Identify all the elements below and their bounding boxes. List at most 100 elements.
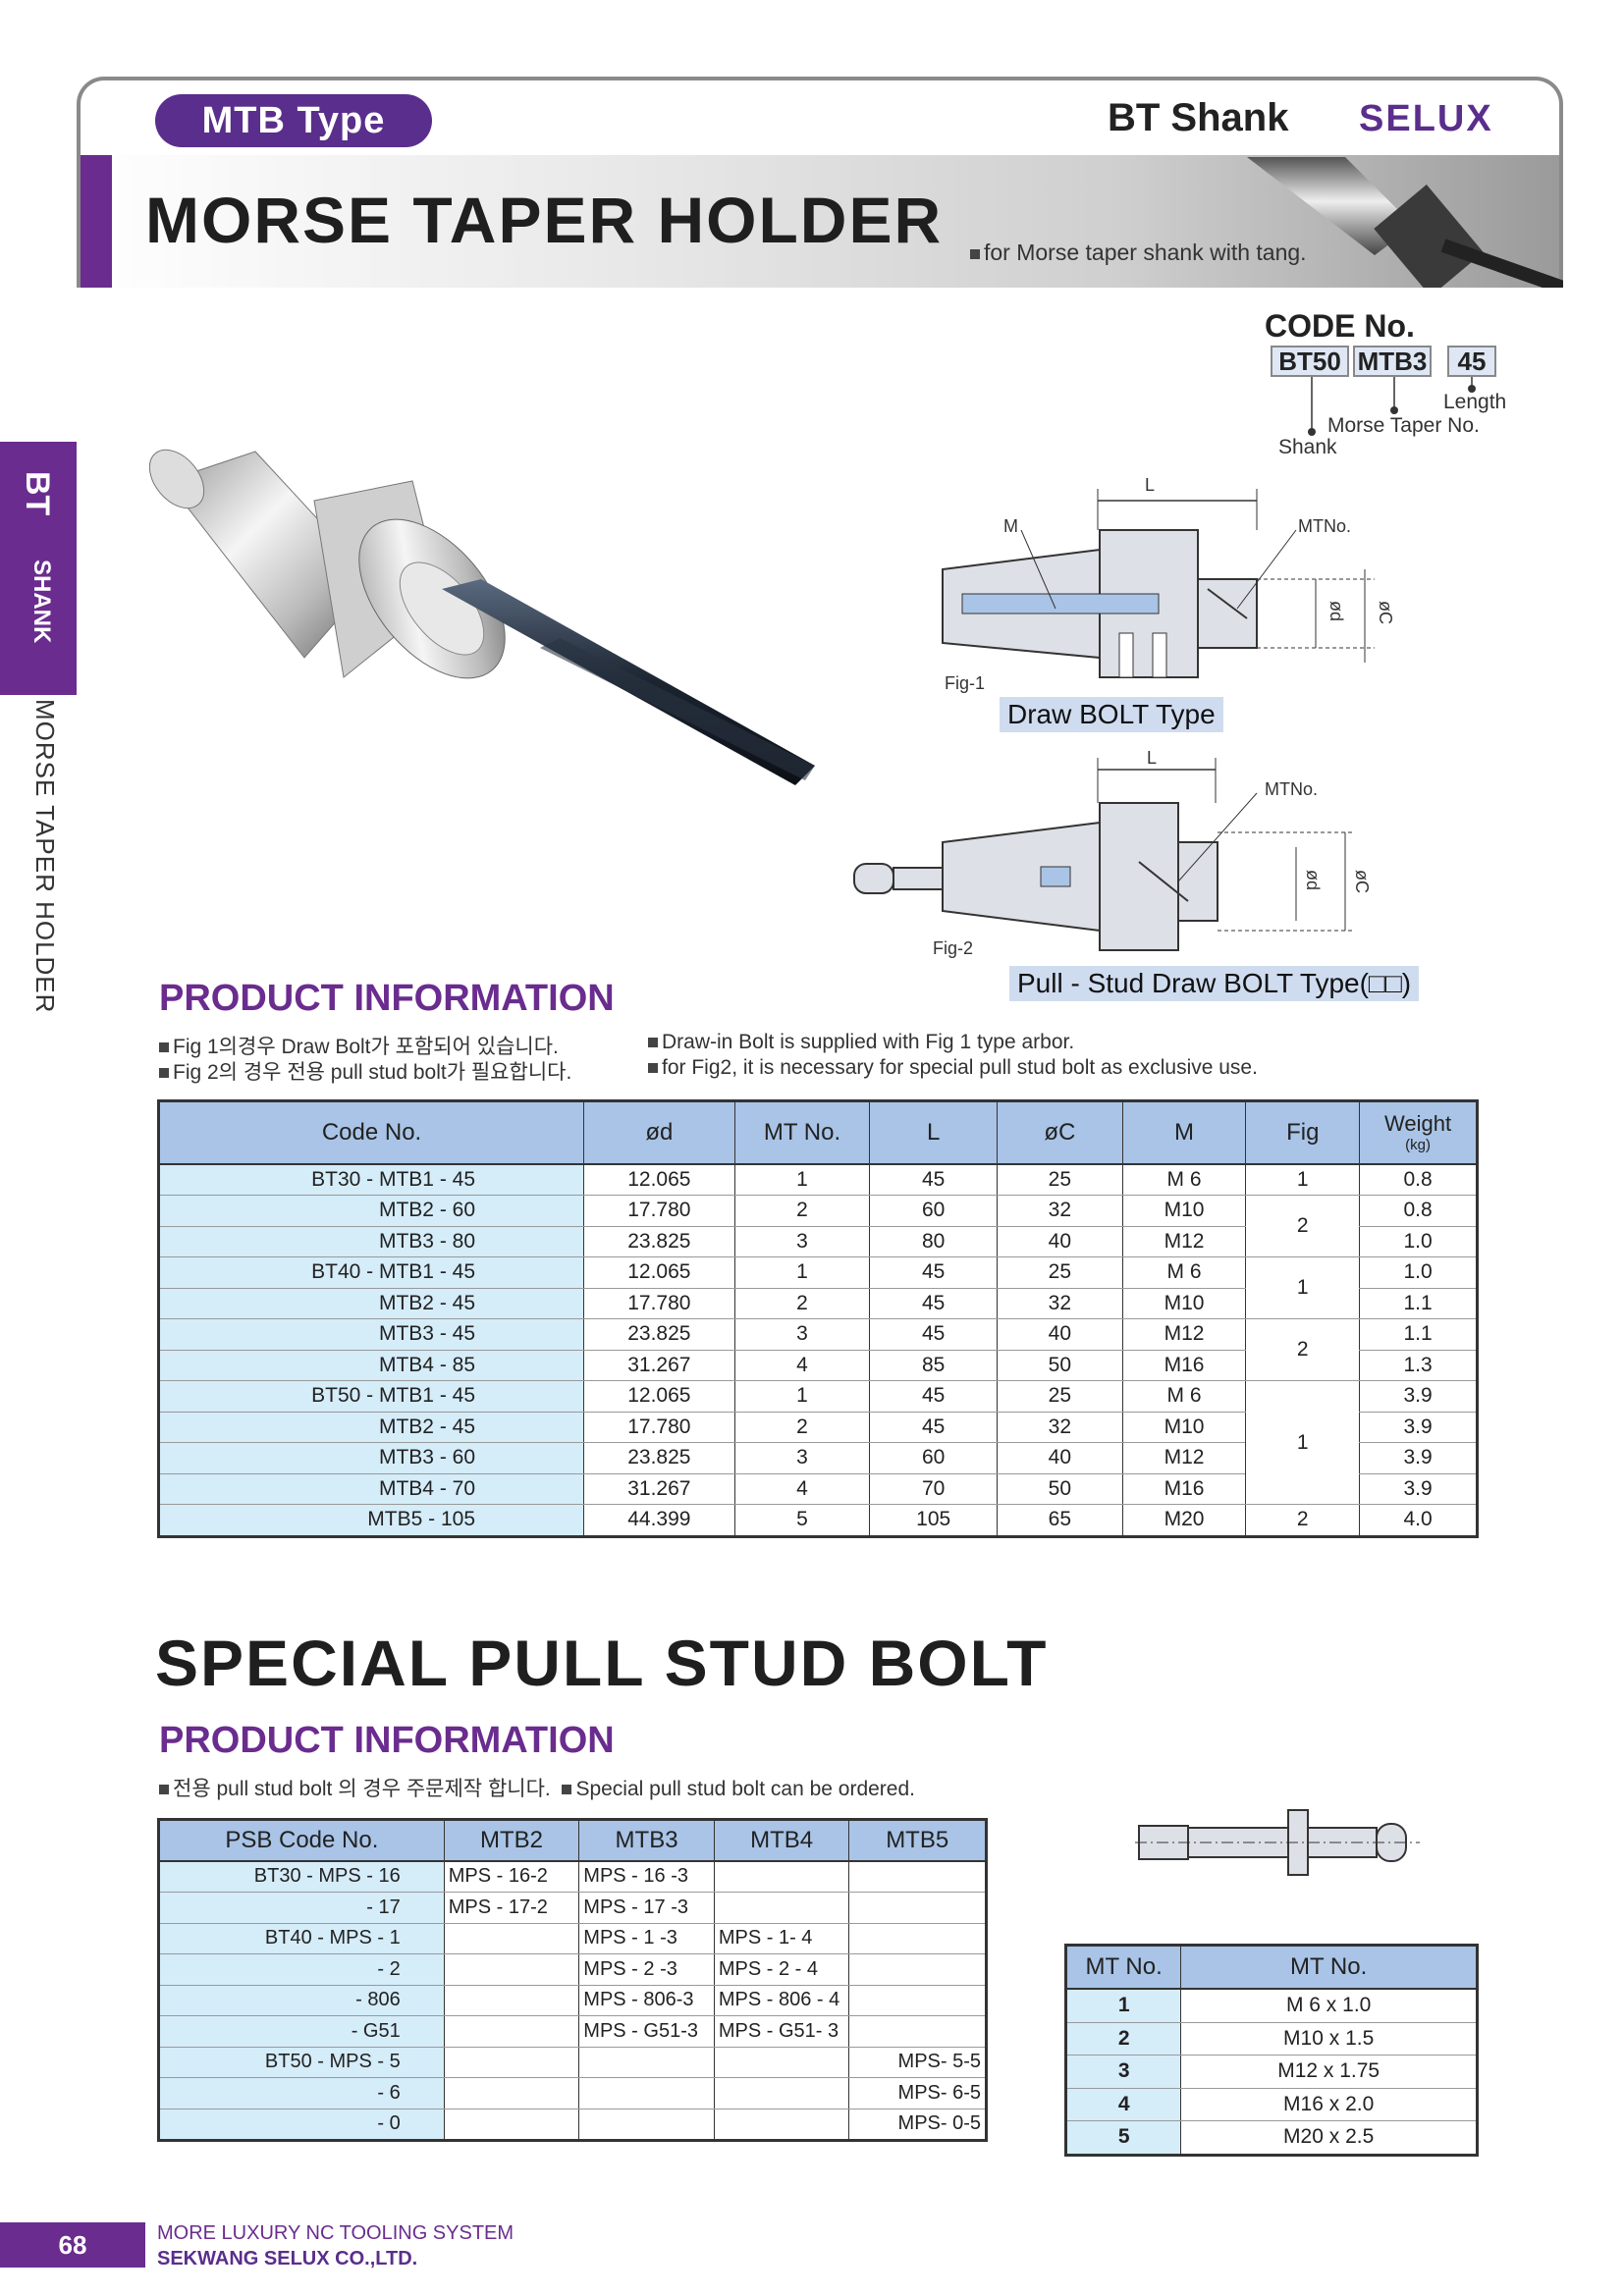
header-frame (77, 77, 1563, 288)
spec-table: Code No. ød MT No. L øC M Fig Weight(kg)… (157, 1099, 1479, 1538)
code-leader-lines (1308, 377, 1476, 436)
note-en-2: for Fig2, it is necessary for special pu… (648, 1056, 1258, 1080)
fig1-label: Fig-1 (945, 673, 986, 693)
footer-tagline: MORE LUXURY NC TOOLING SYSTEM (157, 2222, 514, 2244)
code-part-mt: MTB3 (1353, 346, 1432, 377)
code-label-length: Length (1443, 391, 1507, 413)
category-label: BT Shank (1108, 96, 1289, 139)
side-tab-bt: BT (19, 471, 56, 516)
pull-stud-drawing (1135, 1809, 1420, 1876)
code-label-shank: Shank (1278, 436, 1337, 458)
col-thread: MT No. (1180, 1945, 1478, 1990)
code-part-length: 45 (1447, 346, 1496, 377)
page-number: 68 (0, 2222, 145, 2268)
footer-company: SEKWANG SELUX CO.,LTD. (157, 2248, 418, 2269)
col-m: M (1121, 1100, 1246, 1165)
col-psb-code: PSB Code No. (158, 1819, 445, 1862)
col-mtb3: MTB3 (578, 1819, 715, 1862)
code-no-title: CODE No. (1265, 308, 1415, 344)
fig1-dim-l: L (1145, 475, 1156, 495)
fig1-drawing (942, 489, 1375, 678)
note-ko-2: Fig 2의 경우 전용 pull stud bolt가 필요합니다. (159, 1056, 571, 1086)
col-code: Code No. (158, 1100, 584, 1165)
side-section-label: MORSE TAPER HOLDER (30, 699, 60, 1014)
bullet-icon (159, 1785, 169, 1795)
product-info-title: PRODUCT INFORMATION (159, 978, 615, 1019)
type-badge: MTB Type (155, 94, 432, 147)
fig1-dim-c: øC (1376, 601, 1395, 624)
fig2-caption: Pull - Stud Draw BOLT Type(□□) (1009, 966, 1420, 1001)
fig1-dim-d: ød (1326, 601, 1346, 622)
pull-stud-table: PSB Code No. MTB2 MTB3 MTB4 MTB5 BT30 - … (157, 1818, 988, 2142)
section2-info-title: PRODUCT INFORMATION (159, 1720, 615, 1761)
bullet-icon (648, 1038, 658, 1048)
thread-table-header: MT No. MT No. (1065, 1945, 1478, 1990)
col-mtb5: MTB5 (848, 1819, 987, 1862)
fig2-dim-c: øC (1352, 870, 1372, 893)
col-fig: Fig (1245, 1100, 1360, 1165)
section2-note: 전용 pull stud bolt 의 경우 주문제작 합니다. Special… (159, 1773, 915, 1802)
header-tool-image (1247, 157, 1563, 288)
fig2-dim-d: ød (1303, 870, 1323, 891)
col-mt: MT No. (733, 1100, 870, 1165)
section2-title: SPECIAL PULL STUD BOLT (155, 1627, 1049, 1699)
bullet-icon (159, 1068, 169, 1079)
fig2-drawing (853, 758, 1355, 951)
col-weight: Weight(kg) (1359, 1100, 1478, 1165)
pull-stud-table-header: PSB Code No. MTB2 MTB3 MTB4 MTB5 (158, 1819, 987, 1862)
fig2-dim-l: L (1147, 748, 1158, 768)
bullet-icon (970, 248, 980, 259)
bullet-icon (562, 1785, 572, 1795)
page-subtitle: for Morse taper shank with tang. (970, 240, 1307, 266)
side-tab: BT SHANK (0, 442, 77, 695)
bullet-icon (648, 1063, 658, 1074)
fig2-dim-mt: MTNo. (1265, 779, 1318, 799)
side-tab-shank: SHANK (28, 560, 55, 644)
code-part-shank: BT50 (1271, 346, 1349, 377)
col-l: L (869, 1100, 998, 1165)
code-label-morse: Morse Taper No. (1327, 414, 1480, 437)
brand-logo: SELUX (1359, 98, 1493, 139)
col-c: øC (997, 1100, 1123, 1165)
col-mt-no: MT No. (1065, 1945, 1181, 1990)
note-ko-1: Fig 1의경우 Draw Bolt가 포함되어 있습니다. (159, 1031, 559, 1060)
spec-table-header: Code No. ød MT No. L øC M Fig Weight(kg) (158, 1100, 1478, 1165)
page-title: MORSE TAPER HOLDER (145, 184, 944, 256)
note-en-1: Draw-in Bolt is supplied with Fig 1 type… (648, 1031, 1074, 1054)
fig1-caption: Draw BOLT Type (1000, 697, 1223, 732)
col-mtb4: MTB4 (713, 1819, 849, 1862)
fig2-label: Fig-2 (933, 938, 974, 958)
fig1-dim-mt: MTNo. (1298, 516, 1351, 536)
fig1-dim-m: M (1003, 516, 1018, 536)
bullet-icon (159, 1042, 169, 1053)
product-photo (148, 449, 815, 785)
col-d: ød (583, 1100, 735, 1165)
col-mtb2: MTB2 (443, 1819, 579, 1862)
